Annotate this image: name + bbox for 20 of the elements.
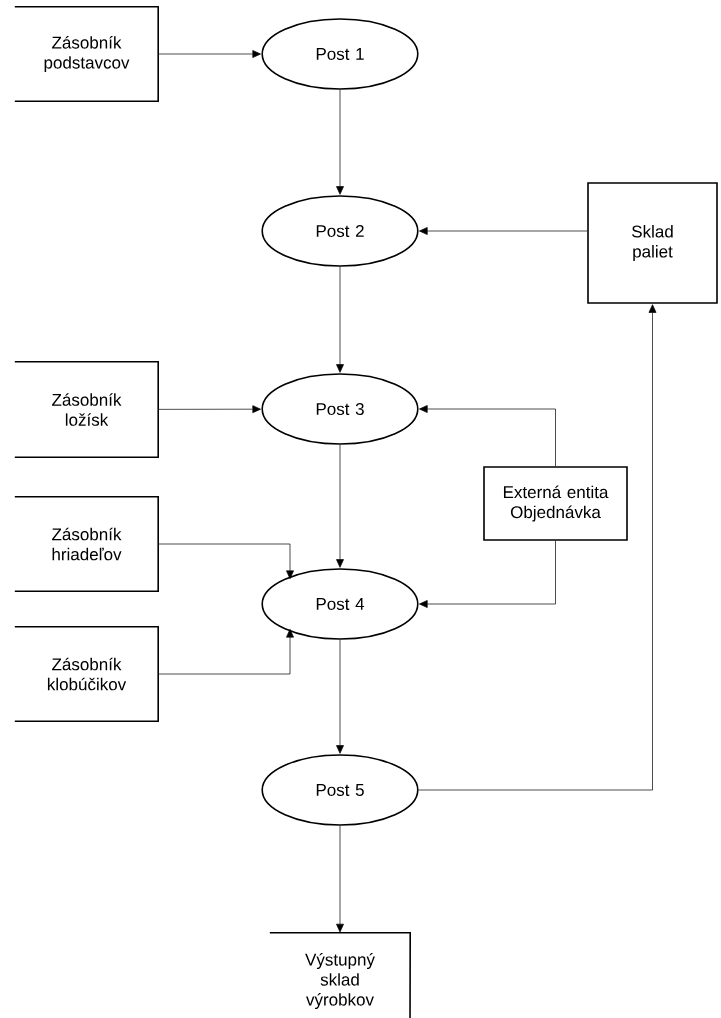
arrow: [336, 266, 344, 373]
arrow: [157, 543, 294, 579]
arrow: [157, 50, 261, 58]
entity-box: Sklad paliet: [587, 182, 718, 304]
store-box: Zásobník podstavcov: [14, 6, 159, 102]
arrow: [336, 639, 344, 754]
arrow: [419, 405, 556, 467]
arrow: [157, 629, 294, 675]
arrow: [157, 405, 261, 414]
store-box: Zásobník klobúčikov: [14, 626, 159, 722]
store-box: Výstupný sklad výrobkov: [269, 932, 411, 1018]
store-box: Zásobník hriadeľov: [14, 496, 159, 592]
store-box: Zásobník ložísk: [14, 361, 159, 458]
arrow: [419, 540, 556, 608]
arrow: [419, 227, 588, 235]
arrow: [336, 444, 344, 568]
entity-box: Externá entita Objednávka: [483, 466, 628, 541]
arrow: [336, 89, 344, 195]
arrow: [336, 825, 344, 933]
arrow: [418, 304, 657, 791]
